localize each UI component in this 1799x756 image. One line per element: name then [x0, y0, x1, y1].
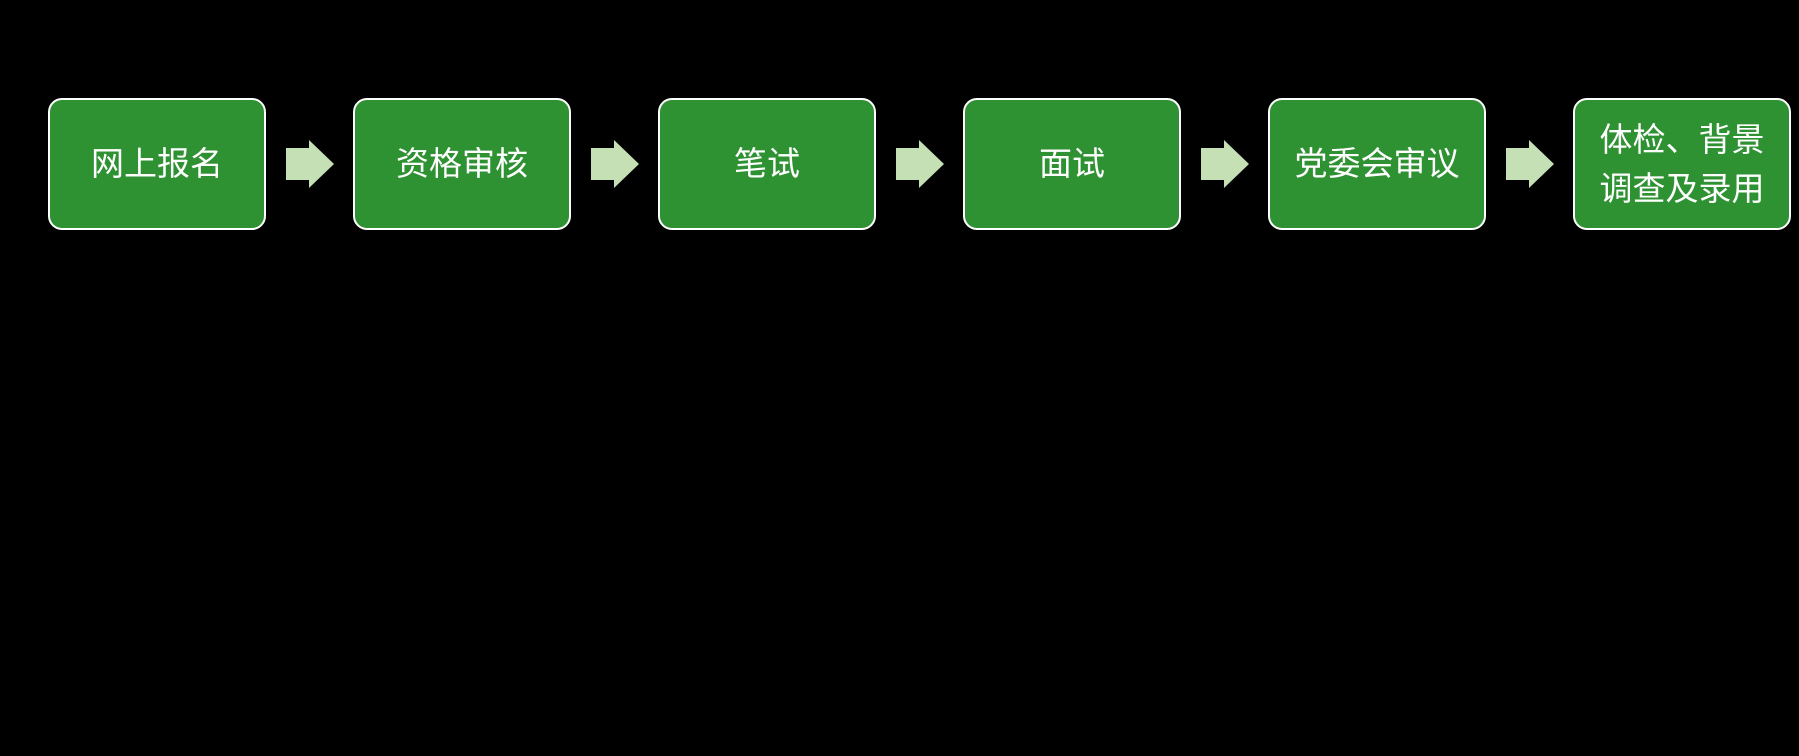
flow-connector — [571, 98, 658, 230]
recruitment-process-flow: 网上报名 资格审核 笔试 面试 — [48, 98, 1791, 230]
flow-step-label: 网上报名 — [91, 145, 223, 183]
flow-step-label: 党委会审议 — [1294, 145, 1460, 183]
right-arrow-icon — [1505, 140, 1554, 188]
flow-connector — [1181, 98, 1268, 230]
flow-step-medical-background-hiring: 体检、背景调查及录用 — [1573, 98, 1791, 230]
flow-connector — [266, 98, 353, 230]
flow-step-written-test: 笔试 — [658, 98, 876, 230]
flow-step-label: 体检、背景调查及录用 — [1599, 120, 1765, 208]
flow-connector — [876, 98, 963, 230]
right-arrow-icon — [590, 140, 639, 188]
flow-step-label: 笔试 — [734, 145, 800, 183]
right-arrow-icon — [1200, 140, 1249, 188]
flow-step-interview: 面试 — [963, 98, 1181, 230]
flow-step-qualification-review: 资格审核 — [353, 98, 571, 230]
right-arrow-icon — [895, 140, 944, 188]
flow-step-label: 资格审核 — [396, 145, 528, 183]
flow-connector — [1486, 98, 1573, 230]
flow-step-party-committee-review: 党委会审议 — [1268, 98, 1486, 230]
flow-step-online-registration: 网上报名 — [48, 98, 266, 230]
flow-step-label: 面试 — [1039, 145, 1105, 183]
right-arrow-icon — [285, 140, 334, 188]
